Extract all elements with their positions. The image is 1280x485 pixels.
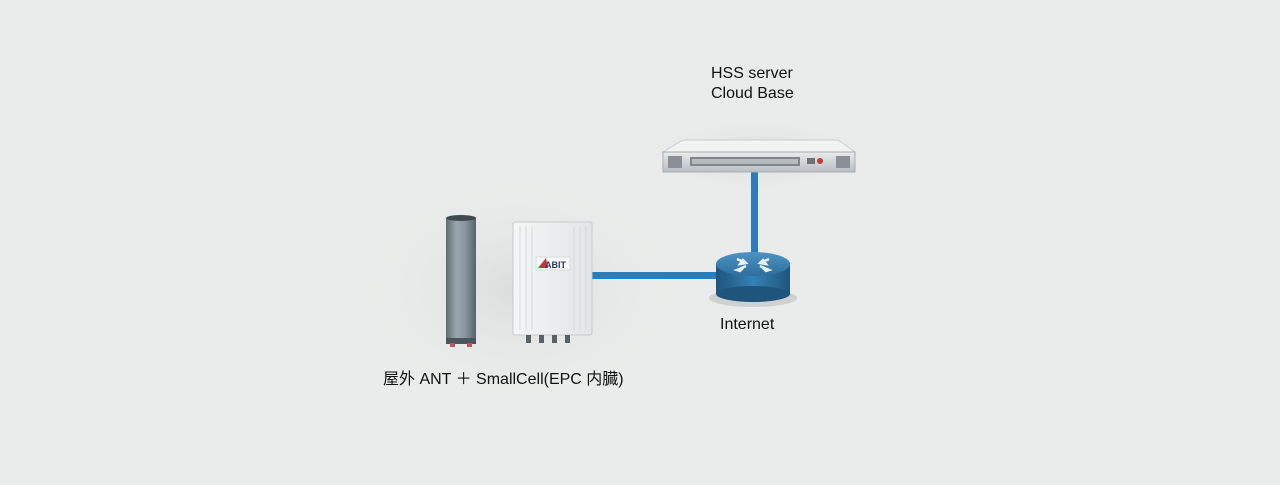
device-logo: ABIT — [545, 260, 566, 270]
server-label: HSS server Cloud Base — [711, 64, 794, 104]
server-label-line2: Cloud Base — [711, 85, 794, 102]
server-label-line1: HSS server — [711, 65, 793, 82]
smallcell-icon: ABIT — [512, 221, 593, 343]
router-icon — [709, 252, 797, 307]
server-icon — [661, 139, 857, 173]
internet-label: Internet — [720, 316, 775, 333]
server-router-link — [751, 170, 758, 262]
antenna-icon — [446, 215, 476, 347]
device-label: 屋外 ANT ＋ SmallCell(EPC 内臓) — [383, 371, 624, 388]
device-router-link — [592, 272, 720, 279]
